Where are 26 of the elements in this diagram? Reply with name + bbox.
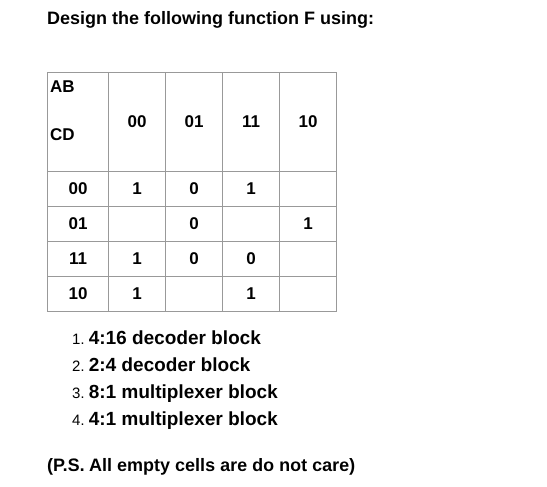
variable-label: AB xyxy=(50,77,75,97)
variable-label: CD xyxy=(50,125,75,145)
column-header: 10 xyxy=(280,72,336,172)
row-header: 10 xyxy=(48,276,108,312)
row-header: 00 xyxy=(48,172,108,206)
column-header: 01 xyxy=(166,72,222,172)
list-item: 4. 4:1 multiplexer block xyxy=(72,408,278,432)
cell-value: 1 xyxy=(280,206,336,242)
column-header: 00 xyxy=(108,72,166,172)
cell-value: 1 xyxy=(222,276,280,312)
column-header: 11 xyxy=(222,72,280,172)
note: (P.S. All empty cells are do not care) xyxy=(47,455,356,476)
cell-value: 1 xyxy=(108,242,166,276)
cell-value: 0 xyxy=(166,172,222,206)
list-item: 2. 2:4 decoder block xyxy=(72,354,252,378)
cell-value: 0 xyxy=(166,242,222,276)
cell-value: 0 xyxy=(166,206,222,242)
row-header: 01 xyxy=(48,206,108,242)
row-header: 11 xyxy=(48,242,108,276)
cell-value: 0 xyxy=(222,242,280,276)
cell-value: 1 xyxy=(108,276,166,312)
cell-value: 1 xyxy=(108,172,166,206)
cell-value: 1 xyxy=(222,172,280,206)
title: Design the following function F using: xyxy=(47,8,374,29)
list-item: 3. 8:1 multiplexer block xyxy=(72,381,278,405)
list-item: 1. 4:16 decoder block xyxy=(72,327,262,351)
